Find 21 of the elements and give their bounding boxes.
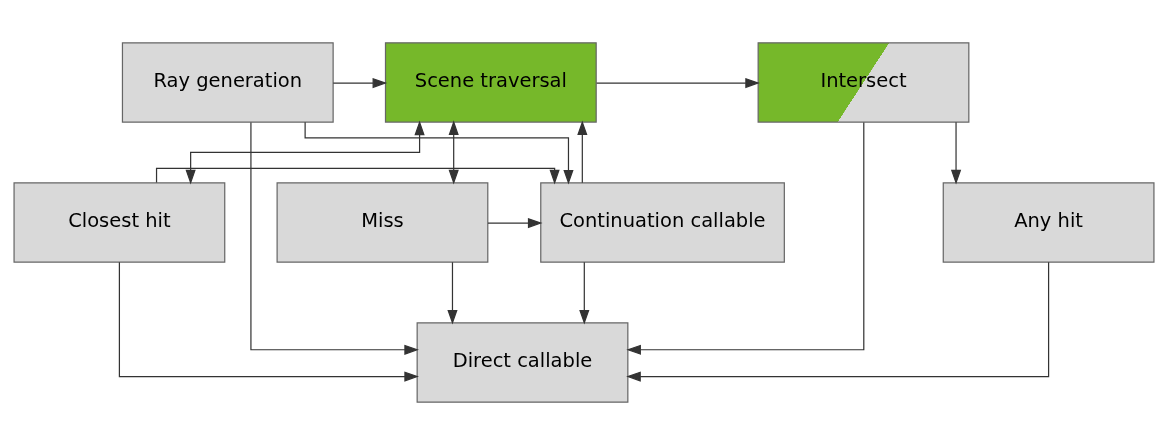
node-box: Any hit — [942, 182, 1155, 263]
arrow — [304, 121, 574, 185]
node-box: Scene traversal — [384, 42, 597, 123]
arrow — [579, 261, 590, 325]
node-box: Closest hit — [13, 182, 226, 263]
arrow — [118, 261, 419, 382]
node-box: Direct callable — [416, 322, 629, 403]
arrow — [487, 218, 543, 229]
arrow — [447, 261, 458, 325]
arrow — [626, 261, 1050, 382]
node-box: Continuation callable — [540, 182, 785, 263]
arrow — [250, 121, 419, 355]
arrow — [332, 77, 388, 89]
arrow — [596, 77, 760, 89]
arrow — [577, 120, 588, 184]
node-box: Ray generation — [121, 42, 334, 123]
node-box: Miss — [276, 182, 489, 263]
arrow — [448, 120, 459, 185]
arrow — [626, 121, 865, 355]
arrow — [950, 121, 962, 185]
arrow — [185, 120, 425, 185]
